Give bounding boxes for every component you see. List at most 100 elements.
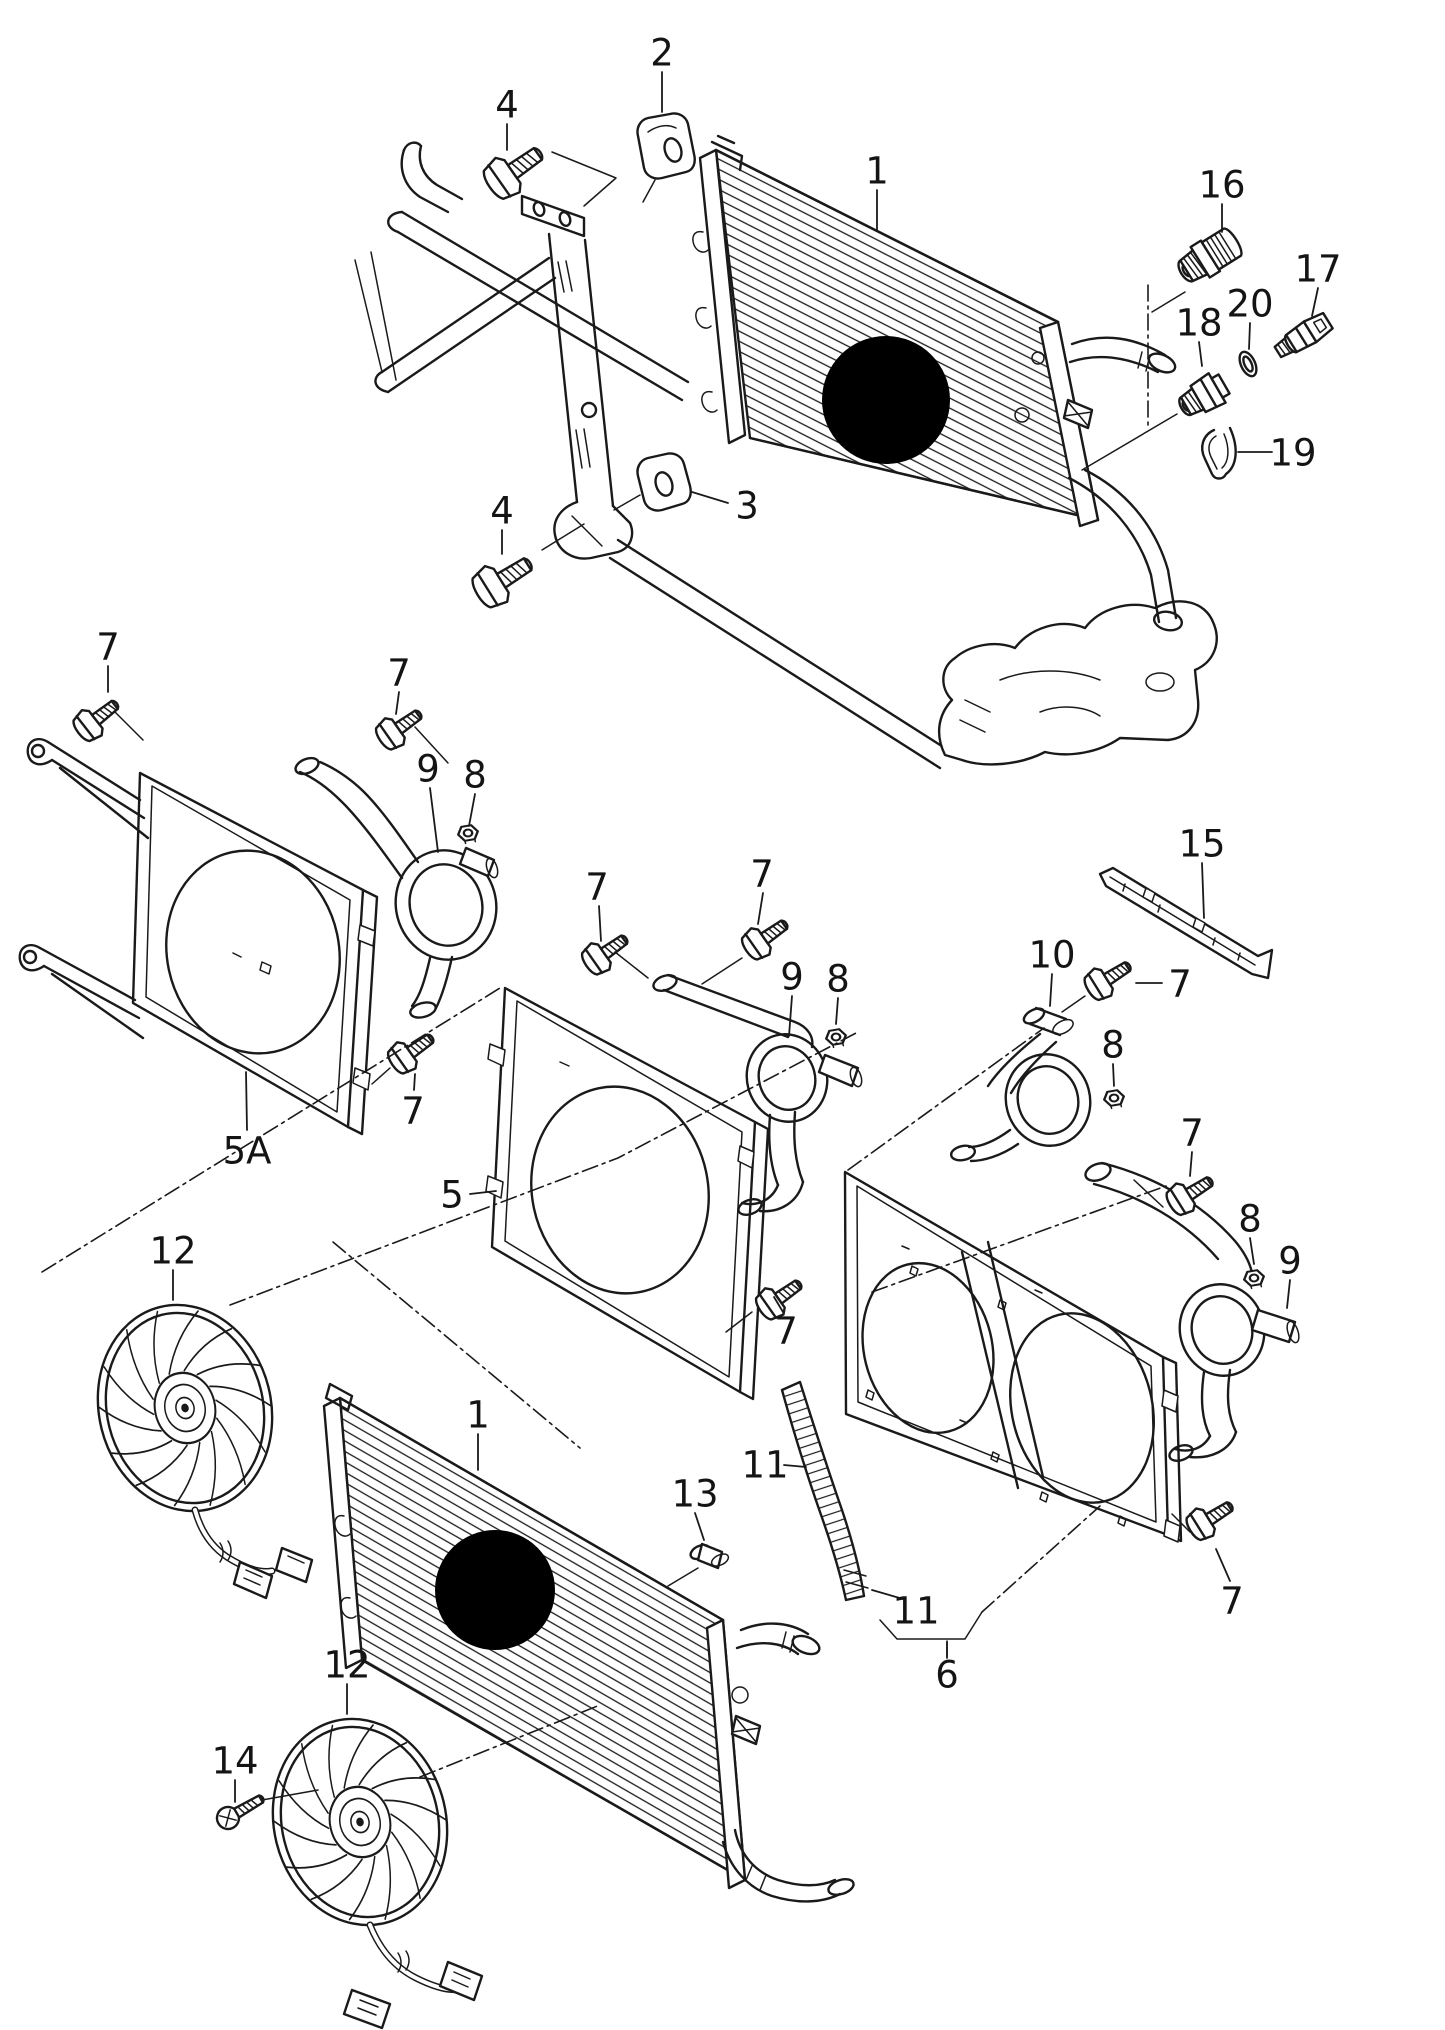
bolt-pointer bbox=[414, 726, 449, 764]
fan-shroud-5A bbox=[18, 738, 379, 1136]
bolt-7-hose9-right bbox=[1160, 1165, 1222, 1221]
radiator-top bbox=[692, 134, 1184, 632]
assembly-axes bbox=[41, 987, 1167, 1778]
leader-line-7 bbox=[395, 691, 400, 715]
part-callout-8-18: 8 bbox=[826, 957, 850, 1000]
bolt-7-shroud5-left bbox=[576, 923, 637, 981]
cooling-fan-12-bottom bbox=[250, 1699, 484, 2030]
part-callout-9-17: 9 bbox=[780, 955, 804, 998]
part-callout-10-19: 10 bbox=[1028, 933, 1075, 976]
part-callout-8-13: 8 bbox=[463, 753, 487, 796]
leader-line-8 bbox=[1112, 1063, 1115, 1087]
bolt-pointer bbox=[114, 711, 144, 741]
leader-line-11 bbox=[871, 1589, 904, 1600]
redaction-circles bbox=[435, 336, 950, 1650]
temperature-sensor-17 bbox=[1273, 311, 1334, 359]
bolt-pointer bbox=[1171, 1513, 1191, 1533]
part-callout-12-25: 12 bbox=[149, 1229, 196, 1272]
leader-line-17 bbox=[1311, 287, 1319, 317]
callout-leader-lines bbox=[107, 71, 1319, 1803]
drain-plug-13 bbox=[667, 1542, 730, 1587]
leader-line-9 bbox=[1286, 1279, 1291, 1309]
radiator-support-frame bbox=[354, 141, 950, 770]
bolt-pointer bbox=[614, 951, 649, 979]
part-callout-9-28: 9 bbox=[1278, 1239, 1302, 1282]
leader-line-7 bbox=[773, 1296, 784, 1313]
bolt-pointer bbox=[701, 957, 743, 985]
leader-line-5 bbox=[469, 1190, 497, 1195]
leader-line-9 bbox=[429, 787, 439, 853]
part-callout-14-37: 14 bbox=[211, 1739, 258, 1782]
part-callout-7-23: 7 bbox=[401, 1089, 425, 1132]
retaining-clip-19 bbox=[1201, 426, 1237, 480]
part-callout-1-30: 1 bbox=[466, 1393, 490, 1436]
part-callout-15-14: 15 bbox=[1178, 822, 1225, 865]
part-callout-20-6: 20 bbox=[1226, 282, 1273, 325]
part-callout-6-34: 6 bbox=[935, 1653, 959, 1696]
bolt-7-shroud6-right bbox=[1180, 1490, 1242, 1546]
part-callout-7-10: 7 bbox=[96, 625, 120, 668]
leader-line-7 bbox=[413, 1073, 416, 1091]
bolt-7-shroud5A-right bbox=[382, 1022, 443, 1080]
part-callout-11-32: 11 bbox=[741, 1443, 788, 1486]
part-callout-7-26: 7 bbox=[1180, 1111, 1204, 1154]
part-callout-8-21: 8 bbox=[1101, 1023, 1125, 1066]
mounting-bracket-2 bbox=[636, 112, 696, 203]
twin-fan-shroud-6 bbox=[843, 1170, 1183, 1543]
bolt-4-top-pointer bbox=[551, 151, 617, 207]
seal-strip-11 bbox=[780, 1380, 869, 1602]
part-callout-9-12: 9 bbox=[416, 747, 440, 790]
part-callout-1-2: 1 bbox=[865, 149, 889, 192]
coolant-hose-9-right bbox=[1084, 1161, 1300, 1462]
coolant-hose-10 bbox=[949, 1006, 1128, 1163]
cooling-fan-12-top bbox=[75, 1285, 314, 1600]
part-callout-5-24: 5 bbox=[440, 1173, 464, 1216]
bolt-4-top bbox=[476, 133, 554, 206]
bolt-pointer bbox=[725, 1311, 753, 1333]
mounting-bracket-3 bbox=[613, 452, 692, 512]
bolt-4-lower-pointer bbox=[541, 523, 585, 551]
part-callout-7-16: 7 bbox=[750, 852, 774, 895]
part-callout-4-1: 4 bbox=[495, 83, 519, 126]
support-rail-15 bbox=[1098, 866, 1274, 980]
part-callout-5A-22: 5A bbox=[223, 1129, 272, 1172]
part-callout-7-11: 7 bbox=[387, 651, 411, 694]
leader-line-18 bbox=[1198, 341, 1203, 367]
leader-line-8 bbox=[835, 997, 839, 1025]
fan-shroud-5 bbox=[485, 986, 770, 1401]
thermo-switch-16 bbox=[1177, 227, 1243, 283]
leader-line-9 bbox=[788, 995, 793, 1037]
o-ring-20 bbox=[1238, 350, 1258, 378]
bolt-pointer bbox=[371, 1067, 391, 1085]
part-callout-13-31: 13 bbox=[671, 1472, 718, 1515]
leader-line-7 bbox=[1215, 1548, 1231, 1582]
leader-line-7 bbox=[1189, 1151, 1193, 1177]
part-callout-12-36: 12 bbox=[323, 1643, 370, 1686]
leader-line-20 bbox=[1248, 322, 1251, 350]
part-callout-19-7: 19 bbox=[1269, 431, 1316, 474]
part-callout-3-8: 3 bbox=[735, 484, 759, 527]
leader-line-5A bbox=[245, 1071, 248, 1131]
leader-line-8 bbox=[468, 793, 476, 827]
leader-line-15 bbox=[1201, 862, 1205, 919]
bolt-7-shroud5A-left bbox=[67, 689, 128, 747]
part-callout-7-15: 7 bbox=[585, 865, 609, 908]
screw-14 bbox=[211, 1787, 270, 1835]
bolt-4-lower bbox=[465, 543, 543, 615]
sensor-pointers bbox=[1081, 291, 1186, 471]
bolt-7-hose10 bbox=[1078, 950, 1140, 1006]
leader-line-7 bbox=[598, 905, 602, 942]
bolt-pointer bbox=[1133, 1179, 1164, 1208]
leader-line-8 bbox=[1249, 1237, 1255, 1265]
leader-line-13 bbox=[694, 1512, 705, 1541]
part-callout-7-35: 7 bbox=[1220, 1579, 1244, 1622]
sender-fitting-18 bbox=[1178, 372, 1231, 417]
bolt-7-shroud5A-top bbox=[370, 698, 431, 756]
part-callout-2-0: 2 bbox=[650, 31, 674, 74]
part-callout-7-29: 7 bbox=[774, 1309, 798, 1352]
part-callout-4-9: 4 bbox=[490, 489, 514, 532]
part-callout-8-27: 8 bbox=[1238, 1197, 1262, 1240]
redaction-circle-0 bbox=[822, 336, 950, 464]
